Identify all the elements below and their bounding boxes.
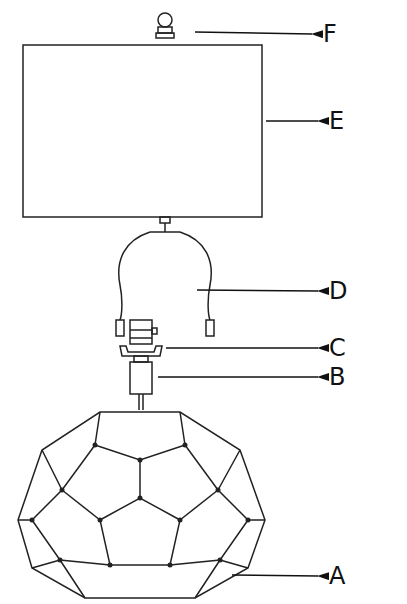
part-letter: A [329,564,345,588]
part-letter: D [329,279,347,303]
part-letter: E [329,109,344,133]
part-letter: B [329,365,345,389]
part-letter: C [329,336,346,360]
part-letter: F [323,22,337,46]
